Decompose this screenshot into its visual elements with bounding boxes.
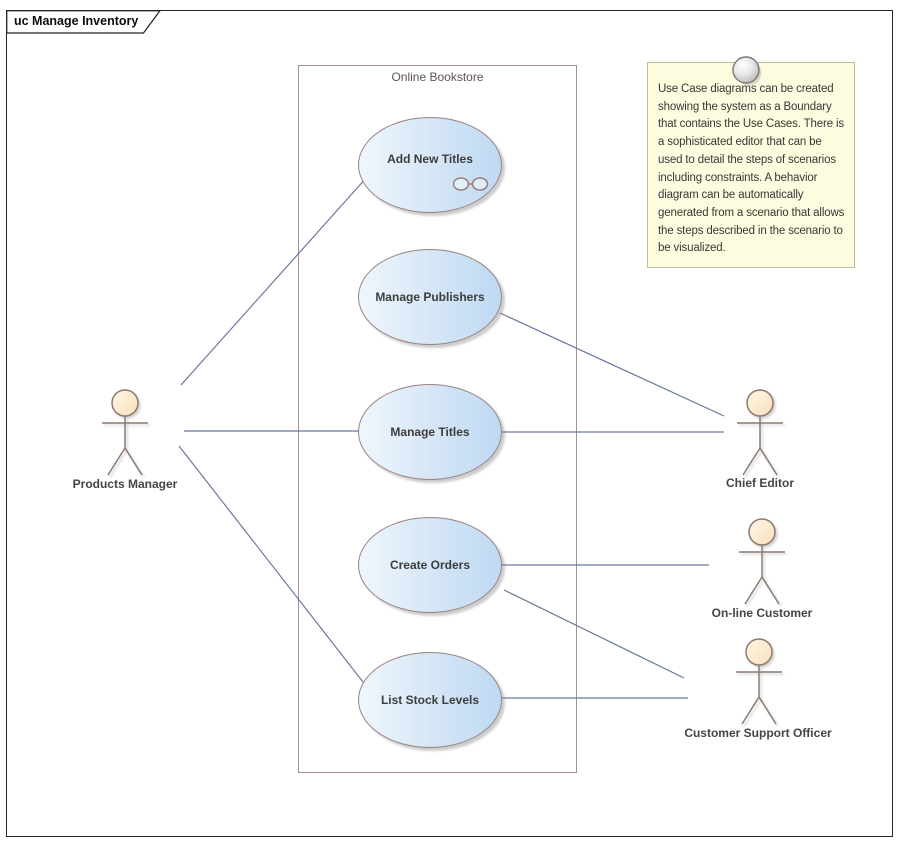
actor-label-products-manager: Products Manager	[72, 477, 178, 491]
frame-tab	[6, 10, 162, 34]
usecase-manage-publishers[interactable]: Manage Publishers	[358, 249, 502, 345]
usecase-label: Manage Publishers	[375, 290, 485, 304]
scenario-glasses-icon	[452, 177, 489, 191]
actor-online-customer[interactable]	[739, 518, 785, 605]
usecase-list-stock-levels[interactable]: List Stock Levels	[358, 652, 502, 748]
actor-customer-support-officer[interactable]	[736, 638, 782, 725]
usecase-label: Create Orders	[389, 558, 471, 572]
usecase-label: List Stock Levels	[380, 693, 480, 707]
diagram-frame-title: uc Manage Inventory	[14, 14, 139, 28]
usecase-manage-titles[interactable]: Manage Titles	[358, 384, 502, 480]
actor-label-online-customer: On-line Customer	[711, 606, 813, 620]
connector-productsmanager-addnewtitles[interactable]	[180, 176, 368, 386]
connector-createorders-customersupportofficer[interactable]	[503, 589, 685, 679]
note-text: Use Case diagrams can be created showing…	[658, 83, 845, 255]
system-boundary-label: Online Bookstore	[391, 70, 484, 84]
connector-managepublishers-chiefeditor[interactable]	[499, 312, 725, 417]
connector-productsmanager-liststocklevels[interactable]	[178, 445, 364, 683]
usecase-label: Add New Titles	[387, 152, 473, 166]
note-pin-icon	[732, 56, 762, 86]
usecase-add-new-titles[interactable]: Add New Titles	[358, 117, 502, 213]
actor-chief-editor[interactable]	[737, 389, 783, 476]
note-element[interactable]: Use Case diagrams can be created showing…	[647, 62, 855, 268]
actor-label-chief-editor: Chief Editor	[726, 476, 794, 490]
diagram-frame	[6, 10, 893, 837]
actor-products-manager[interactable]	[102, 389, 148, 476]
usecase-create-orders[interactable]: Create Orders	[358, 517, 502, 613]
actor-label-customer-support-officer: Customer Support Officer	[684, 726, 832, 740]
usecase-label: Manage Titles	[390, 425, 470, 439]
